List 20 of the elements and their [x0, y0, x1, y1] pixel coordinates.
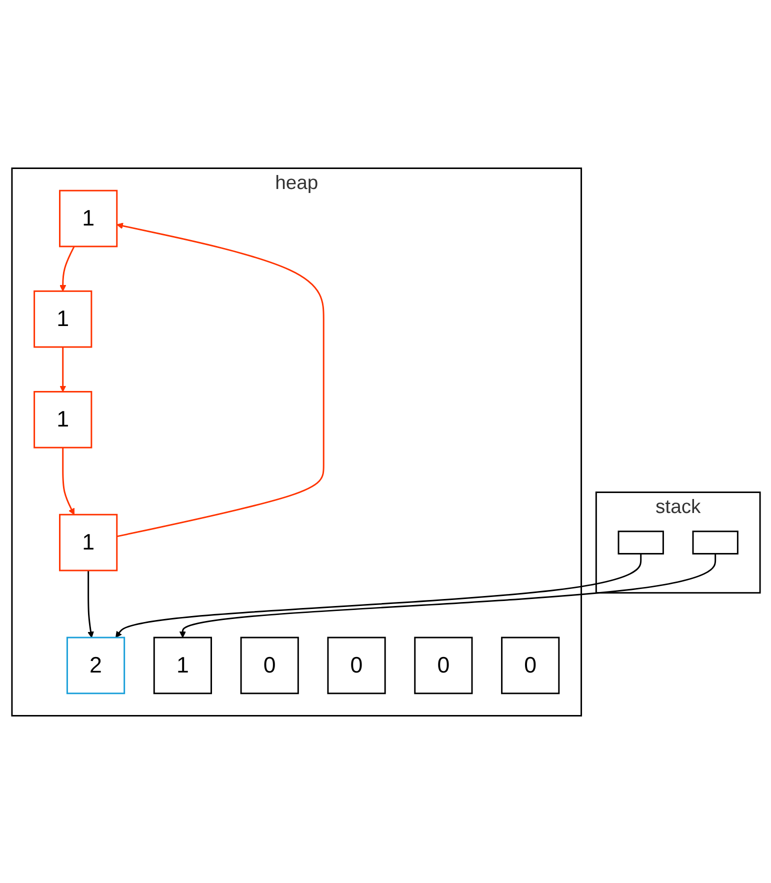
- node-box: [617, 530, 664, 554]
- arrow: [62, 447, 74, 514]
- node-box: 0: [326, 636, 386, 694]
- cluster: stack: [594, 491, 760, 594]
- node-box: 1: [33, 290, 92, 348]
- node-box: 0: [240, 636, 298, 694]
- node-box: 2: [66, 636, 125, 694]
- arrow: [178, 553, 716, 638]
- node-box: 1: [152, 636, 212, 694]
- node-box: 1: [58, 189, 118, 247]
- node-box: 0: [500, 636, 560, 694]
- arrow: [114, 553, 642, 638]
- arrow: [116, 222, 324, 537]
- arrow: [87, 570, 94, 638]
- node-box: [692, 530, 738, 554]
- node-box: 1: [33, 390, 92, 448]
- node-box: 1: [58, 513, 118, 571]
- arrow: [59, 246, 74, 291]
- arrow: [59, 346, 66, 392]
- node-box: 0: [414, 636, 472, 694]
